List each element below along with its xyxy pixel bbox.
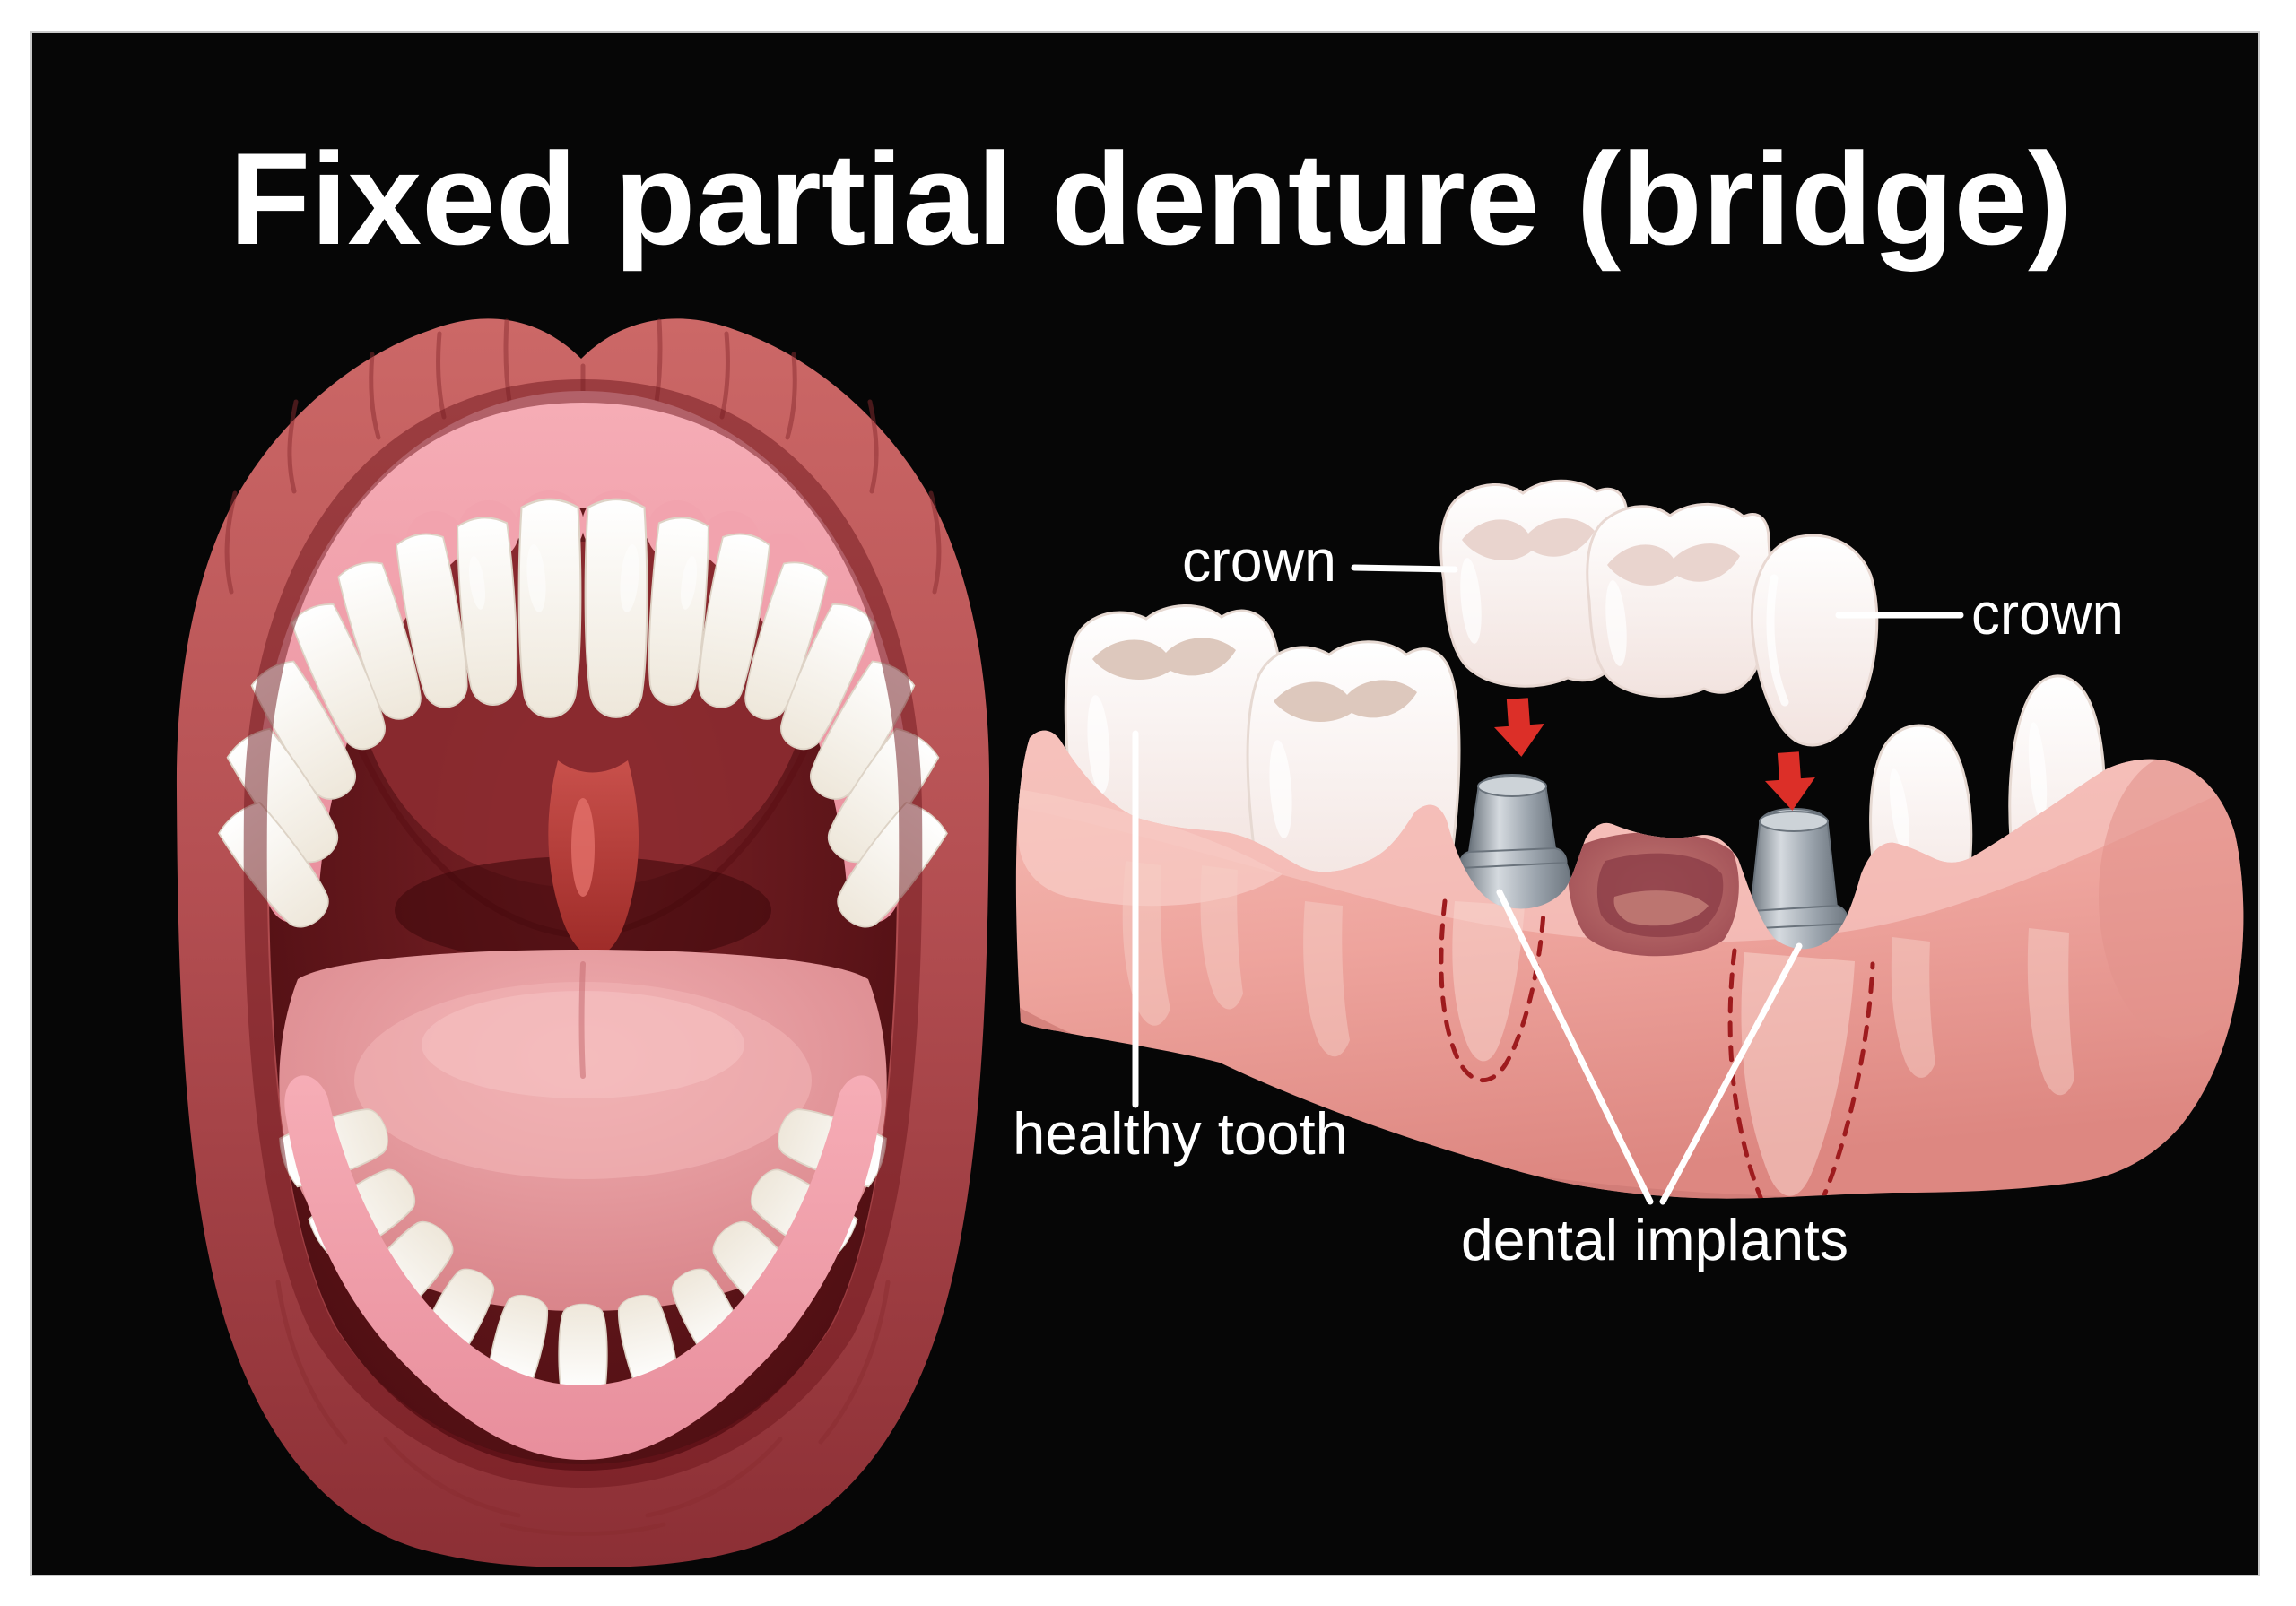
inner-lip-rim: [243, 378, 923, 1489]
tongue: [279, 950, 887, 1311]
label-dental-implants: dental implants: [1461, 1207, 1848, 1272]
bridge-crown-molar-1: [1439, 479, 1631, 688]
tooth-roots: [1122, 861, 2074, 1096]
open-mouth-illustration: [176, 318, 990, 1568]
leader-line-dental-implant-2: [1659, 942, 1803, 1205]
jaw-illustration: crown crown healthy tooth dental implant…: [1013, 479, 2244, 1272]
upper-teeth-highlights: [469, 544, 697, 612]
gum-pocket: [1568, 831, 1739, 957]
jaw-end-shading: [2099, 753, 2244, 1040]
bridge-crown-molar-2: [1586, 502, 1771, 698]
label-healthy-tooth: healthy tooth: [1013, 1100, 1348, 1167]
implant-socket-roots: [1452, 901, 1855, 1196]
implant-root-outline-1: [1439, 898, 1546, 1082]
lower-gum: [284, 1075, 882, 1460]
leader-line-dental-implant-1: [1496, 889, 1654, 1205]
label-crown-left: crown: [1182, 527, 1336, 594]
bridge-crown-canine: [1750, 534, 1879, 747]
uvula: [548, 760, 639, 956]
down-arrow-icon: [1493, 698, 1544, 757]
bridge-crowns: [1439, 479, 1879, 747]
healthy-molar-1: [1064, 604, 1284, 872]
dental-implant-1: [1457, 773, 1571, 921]
label-crown-right: crown: [1971, 580, 2124, 647]
leader-line-crown-left: [1351, 564, 1458, 573]
poster-title: Fixed partial denture (bridge): [230, 126, 2073, 272]
implant-root-outline-2: [1727, 948, 1875, 1199]
down-arrow-icon: [1764, 751, 1815, 811]
